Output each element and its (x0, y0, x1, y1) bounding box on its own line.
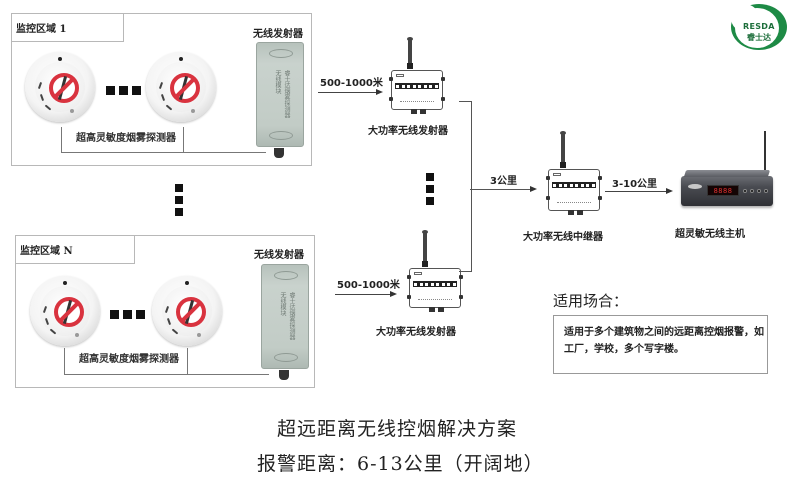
wireless-transmitter-module: 睿士达烟雾探测器 无线模块 (256, 42, 304, 147)
usage-box: 适用于多个建筑物之间的远距离控烟报警，如工厂，学校，多个写字楼。 (553, 315, 768, 374)
zone-label: 监控区域 N (20, 246, 73, 257)
distance-label-host: 3-10公里 (612, 179, 658, 190)
smoke-detector-icon (152, 276, 222, 346)
antenna-icon (407, 37, 413, 69)
high-power-transmitter-n-label: 大功率无线发射器 (376, 327, 456, 338)
antenna-icon (422, 230, 428, 267)
wire (61, 127, 62, 152)
smoke-detector-icon (25, 52, 95, 122)
arrow-zone-n-to-tx (335, 294, 392, 295)
zone-label: 监控区域 1 (16, 24, 67, 35)
connector-line (470, 189, 531, 190)
wireless-transmitter-module: 睿士达烟雾探测器 无线模块 (261, 264, 309, 369)
smoke-detector-icon (30, 276, 100, 346)
no-smoking-icon (176, 297, 206, 327)
wire (187, 348, 188, 374)
smoke-detector-icon (146, 52, 216, 122)
resda-logo: RESDA 睿士达 (725, 2, 787, 52)
arrow-head-icon (390, 291, 397, 297)
more-detectors-ellipsis (110, 310, 145, 319)
module-cable (279, 370, 289, 380)
no-smoking-icon (49, 73, 79, 103)
wireless-transmitter-label: 无线发射器 (253, 29, 303, 40)
usage-text: 适用于多个建筑物之间的远距离控烟报警，如工厂，学校，多个写字楼。 (564, 327, 764, 355)
zone-label-box: 监控区域 1 (11, 13, 124, 42)
more-zones-ellipsis (175, 184, 183, 216)
wireless-transmitter-label: 无线发射器 (254, 250, 304, 261)
wire (64, 348, 65, 374)
connector-line (471, 101, 472, 272)
zone-label-box: 监控区域 N (15, 235, 135, 264)
no-smoking-icon (54, 297, 84, 327)
detector-caption: 超高灵敏度烟雾探测器 (79, 354, 179, 365)
repeater-label: 大功率无线中继器 (523, 232, 603, 243)
arrow-zone1-to-tx (318, 92, 378, 93)
arrow-head-icon (666, 188, 673, 194)
alarm-distance-subtitle: 报警距离：6-13公里（开阔地） (257, 453, 544, 475)
usage-title: 适用场合： (553, 292, 629, 310)
arrow-head-icon (376, 89, 383, 95)
high-power-repeater (546, 169, 602, 215)
high-power-transmitter-1 (389, 70, 445, 114)
arrow-head-icon (530, 186, 537, 192)
antenna-icon (764, 131, 766, 178)
arrow-repeater-to-host (605, 191, 668, 192)
host-label: 超灵敏无线主机 (675, 229, 745, 240)
distance-label-repeater: 3公里 (490, 176, 517, 187)
wire (61, 152, 266, 153)
module-cable (274, 148, 284, 158)
monitoring-zone-1: 监控区域 1 无线发射器 超高灵敏度烟雾探测器 睿士达烟雾探测器 无线模块 (11, 13, 312, 166)
wireless-host-receiver: 8888 (681, 170, 773, 206)
connector-line (459, 271, 472, 272)
logo-text-cn: 睿士达 (747, 33, 771, 42)
solution-title: 超远距离无线控烟解决方案 (277, 418, 518, 440)
high-power-transmitter-n (407, 268, 463, 312)
detector-caption: 超高灵敏度烟雾探测器 (76, 133, 176, 144)
distance-label-zone-n: 500-1000米 (337, 280, 400, 291)
high-power-transmitter-1-label: 大功率无线发射器 (368, 126, 448, 137)
more-transmitters-ellipsis (426, 173, 434, 205)
distance-label-zone1: 500-1000米 (320, 78, 383, 89)
monitoring-zone-n: 监控区域 N 无线发射器 超高灵敏度烟雾探测器 睿士达烟雾探测器 无线模块 (15, 235, 315, 388)
wire (64, 374, 269, 375)
host-display: 8888 (707, 185, 739, 196)
no-smoking-icon (170, 73, 200, 103)
antenna-icon (560, 131, 566, 168)
connector-line (459, 101, 472, 102)
logo-text-en: RESDA (743, 22, 775, 31)
more-detectors-ellipsis (106, 86, 141, 95)
module-text: 睿士达烟雾探测器 无线模块 (279, 292, 295, 340)
wire (183, 127, 184, 152)
module-text: 睿士达烟雾探测器 无线模块 (274, 70, 290, 118)
